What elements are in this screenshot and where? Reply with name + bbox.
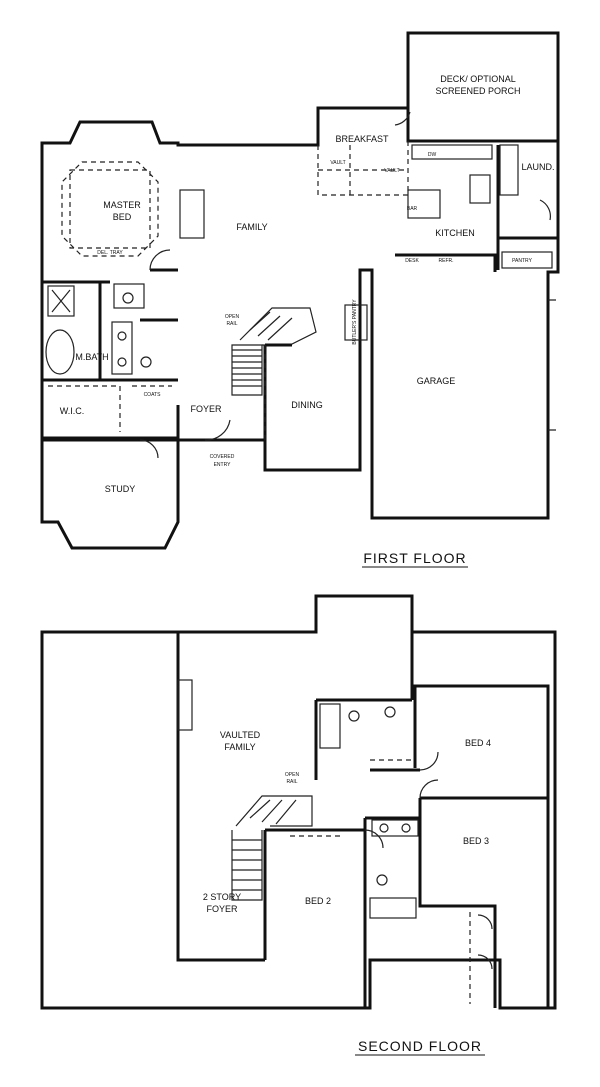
second-floor-stairs: [231, 795, 313, 901]
note-upper-open-rail-2: RAIL: [286, 779, 297, 785]
vanity: [111, 321, 133, 375]
range: [469, 174, 491, 204]
counter-top: [411, 144, 493, 160]
second-floor-labels: VAULTED FAMILY BED 4 BED 3 BED 2 2 STORY…: [203, 730, 491, 914]
label-covered-entry-1: COVERED: [210, 454, 235, 460]
label-deck-1: DECK/ OPTIONAL: [440, 74, 516, 84]
note-desk: DESK: [405, 258, 419, 264]
note-vault-1: VAULT: [330, 160, 345, 166]
label-vaulted-family-1: VAULTED: [220, 730, 261, 740]
note-open-rail-1: OPEN: [225, 314, 240, 320]
note-dw: DW: [428, 152, 437, 158]
label-bed4: BED 4: [465, 738, 491, 748]
label-breakfast: BREAKFAST: [335, 134, 389, 144]
bath-walls: [98, 282, 178, 380]
note-open-rail-2: RAIL: [226, 321, 237, 327]
first-floor-labels: DECK/ OPTIONAL SCREENED PORCH BREAKFAST …: [60, 74, 555, 494]
master-bed-walls: [42, 268, 178, 440]
label-two-story-foyer-2: FOYER: [206, 904, 238, 914]
shower: [47, 285, 75, 317]
toilet: [122, 292, 134, 304]
upper-toilet-1: [348, 710, 360, 722]
note-butler: BUTLER'S PANTRY: [352, 299, 358, 345]
door-swings: [139, 111, 551, 459]
label-deck-2: SCREENED PORCH: [435, 86, 520, 96]
dining-walls: [176, 343, 292, 440]
garage-door-mark: [548, 299, 556, 431]
upper-sink-1: [384, 706, 396, 718]
toilet-2: [140, 356, 152, 368]
bed2-walls: [263, 818, 367, 1008]
label-wic: W.I.C.: [60, 406, 85, 416]
note-bar: BAR: [407, 206, 418, 212]
note-tray: DEL. TRAY: [97, 250, 123, 256]
label-bed3: BED 3: [463, 836, 489, 846]
label-master-bed-2: BED: [113, 212, 132, 222]
label-dining: DINING: [291, 400, 323, 410]
kitchen-walls: [395, 145, 558, 272]
first-floor-title: FIRST FLOOR: [363, 550, 466, 566]
shower-x: [51, 289, 71, 313]
pantry-box: [501, 251, 553, 269]
kitchen-island: [407, 189, 441, 219]
second-floor-plan: [40, 594, 557, 1010]
laundry-machines: [499, 144, 519, 196]
label-garage: GARAGE: [417, 376, 456, 386]
label-kitchen: KITCHEN: [435, 228, 475, 238]
label-laundry: LAUND.: [521, 162, 554, 172]
upper-vanity: [371, 819, 419, 837]
label-master-bed-1: MASTER: [103, 200, 141, 210]
open-below-divider: [176, 632, 265, 962]
first-floor-stairs: [231, 307, 317, 396]
bath-hall-walls: [314, 632, 550, 1008]
breakfast-vault-lines: [317, 141, 409, 196]
label-vaulted-family-2: FAMILY: [224, 742, 255, 752]
upper-sink-2: [379, 823, 389, 833]
upper-tub-2: [369, 897, 417, 919]
second-floor-exterior-walls: [40, 594, 557, 1010]
closet-shelves: [290, 759, 471, 1004]
note-vault-2: VAULT: [384, 168, 399, 174]
first-floor-plan: [40, 31, 560, 550]
label-two-story-foyer-1: 2 STORY: [203, 892, 241, 902]
second-floor-title: SECOND FLOOR: [358, 1038, 482, 1054]
label-foyer: FOYER: [190, 404, 222, 414]
label-m-bath: M.BATH: [75, 352, 108, 362]
note-refr: REFR.: [439, 258, 454, 264]
second-floor-door-swings: [364, 751, 493, 970]
label-study: STUDY: [105, 484, 136, 494]
label-family: FAMILY: [236, 222, 267, 232]
fireplace: [179, 189, 205, 239]
wc-room: [113, 283, 145, 309]
note-pantry: PANTRY: [512, 258, 532, 264]
label-covered-entry-2: ENTRY: [214, 462, 232, 468]
first-floor-exterior-walls: [40, 106, 560, 550]
bed4-walls: [370, 686, 420, 772]
second-floor-chase: [177, 679, 193, 731]
note-coats: COATS: [144, 392, 162, 398]
upper-tub-1: [319, 703, 341, 749]
upper-sink-3: [401, 823, 411, 833]
tub: [45, 329, 75, 375]
sink-2: [117, 357, 127, 367]
wic-shelf: [48, 385, 121, 432]
upper-toilet-2: [376, 874, 388, 886]
sink-1: [117, 331, 127, 341]
label-bed2: BED 2: [305, 896, 331, 906]
bed3-walls: [365, 798, 497, 1008]
butlers-pantry: [344, 304, 368, 341]
master-tray-ceiling: [61, 161, 159, 257]
note-upper-open-rail-1: OPEN: [285, 772, 300, 778]
